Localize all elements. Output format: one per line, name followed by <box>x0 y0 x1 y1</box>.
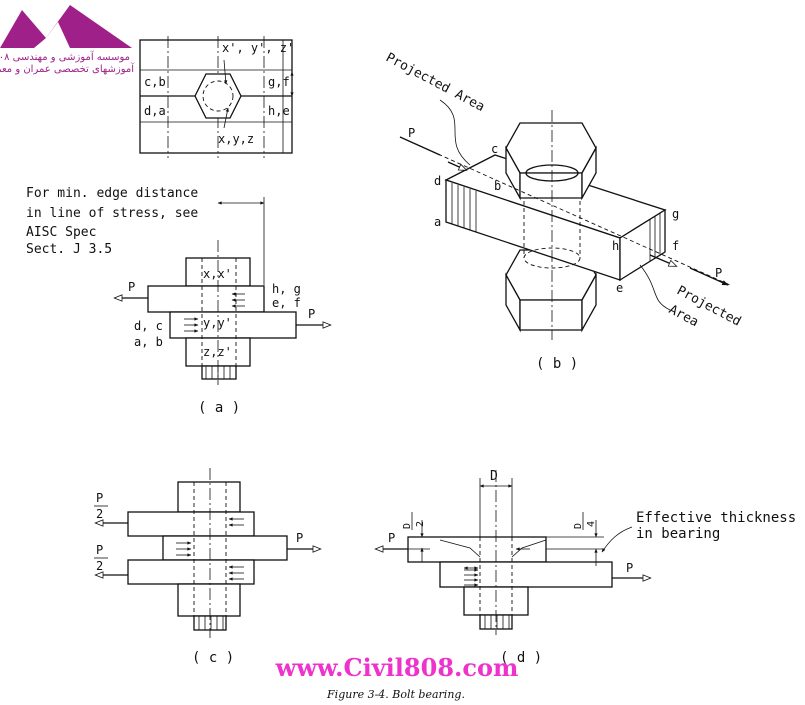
svg-text:D: D <box>490 469 498 484</box>
svg-text:e, f: e, f <box>272 296 301 310</box>
svg-text:( d ): ( d ) <box>500 650 542 666</box>
svg-text:P: P <box>715 266 722 280</box>
svg-text:2: 2 <box>96 559 103 573</box>
svg-text:e: e <box>616 281 623 295</box>
svg-text:in line of stress, see: in line of stress, see <box>26 206 198 221</box>
svg-text:4: 4 <box>586 521 597 527</box>
svg-text:y,y': y,y' <box>203 316 232 330</box>
svg-text:D: D <box>573 523 584 529</box>
figure-d: D D 2 D 4 Effective thickness in bearing… <box>374 469 796 666</box>
svg-text:( c ): ( c ) <box>192 650 234 666</box>
figure-a: x,x' y,y' z,z' h, g e, f d, c a, b P P (… <box>113 240 332 416</box>
svg-text:Projected Area: Projected Area <box>383 50 487 115</box>
svg-text:2: 2 <box>96 507 103 521</box>
svg-text:b: b <box>494 179 501 193</box>
figure-c: P 2 P 2 P ( c ) <box>94 468 322 666</box>
logo: موسسه آموزشی و مهندسی ۸۰۸ آموزشهای تخصصی… <box>0 5 135 75</box>
svg-text:( a ): ( a ) <box>198 400 240 416</box>
plan-left-top: c,b <box>144 75 166 89</box>
plan-right-bot: h,e <box>268 104 290 118</box>
svg-text:Sect. J 3.5: Sect. J 3.5 <box>26 242 112 257</box>
logo-mark-icon <box>0 5 132 48</box>
svg-text:g: g <box>672 207 679 221</box>
svg-text:x,x': x,x' <box>203 267 232 281</box>
svg-text:P: P <box>408 126 415 140</box>
svg-text:P: P <box>96 543 103 557</box>
plan-bottom-label: x,y,z <box>218 132 254 146</box>
watermark: www.Civil808.com <box>275 653 519 682</box>
figure-caption: Figure 3-4. Bolt bearing. <box>326 688 465 701</box>
plan-view: x', y', z' c,b d,a g,f h,e x,y,z <box>139 36 294 158</box>
plan-left-bot: d,a <box>144 104 166 118</box>
svg-text:c: c <box>491 142 498 156</box>
svg-text:z,z': z,z' <box>203 345 232 359</box>
svg-text:f: f <box>672 239 679 253</box>
svg-text:h, g: h, g <box>272 282 301 296</box>
edge-distance-note: For min. edge distance in line of stress… <box>26 186 265 285</box>
svg-text:P: P <box>388 531 395 545</box>
svg-text:( b ): ( b ) <box>536 356 578 372</box>
svg-text:P: P <box>296 531 303 545</box>
svg-text:P: P <box>308 307 315 321</box>
logo-line2: آموزشهای تخصصی عمران و معماری <box>0 62 135 75</box>
svg-text:P: P <box>128 280 135 294</box>
svg-text:P: P <box>626 561 633 575</box>
figure-b: Projected Area Projected Area P P c d b … <box>383 50 743 372</box>
svg-text:P: P <box>96 491 103 505</box>
svg-text:For min. edge distance: For min. edge distance <box>26 186 198 201</box>
svg-text:a: a <box>434 215 441 229</box>
svg-text:D: D <box>402 523 413 529</box>
svg-text:d, c: d, c <box>134 319 163 333</box>
svg-text:h: h <box>612 239 619 253</box>
logo-line1: موسسه آموزشی و مهندسی ۸۰۸ <box>0 50 130 63</box>
svg-text:d: d <box>434 174 441 188</box>
plan-top-label: x', y', z' <box>222 41 294 55</box>
svg-text:Effective thickness: Effective thickness <box>636 510 796 526</box>
plan-right-top: g,f <box>268 75 290 89</box>
svg-text:a, b: a, b <box>134 335 163 349</box>
svg-text:AISC Spec: AISC Spec <box>26 225 96 240</box>
svg-text:in bearing: in bearing <box>636 526 720 542</box>
svg-text:2: 2 <box>415 521 426 527</box>
